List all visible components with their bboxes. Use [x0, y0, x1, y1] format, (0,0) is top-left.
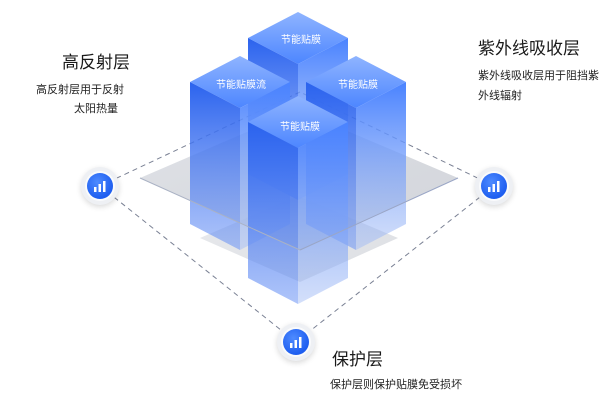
node-bottom [277, 323, 315, 361]
node-right [475, 167, 513, 205]
high-reflection-layer-desc-line2: 太阳热量 [74, 102, 118, 115]
protective-layer-title: 保护层 [332, 350, 383, 370]
node-left [81, 167, 119, 205]
signal-bars-icon [94, 181, 106, 192]
signal-bars-icon [290, 337, 302, 348]
high-reflection-layer-desc-line1: 高反射层用于反射 [36, 83, 124, 96]
cube-back-label: 节能贴膜 [281, 35, 321, 46]
cube-left-label: 节能贴膜流 [216, 80, 266, 91]
cube-front [248, 96, 348, 304]
cube-front-label: 节能贴膜 [280, 122, 320, 133]
uv-absorption-layer-title: 紫外线吸收层 [478, 39, 580, 59]
connector-right-bottom [295, 185, 495, 343]
uv-absorption-layer-desc-line1: 紫外线吸收层用于阻挡紫 [478, 69, 599, 82]
high-reflection-layer-title: 高反射层 [62, 53, 130, 73]
front-plate-edge [299, 177, 459, 251]
cube-right-label: 节能贴膜 [338, 80, 378, 91]
signal-bars-icon [488, 181, 500, 192]
uv-absorption-layer-desc-line2: 外线辐射 [478, 89, 522, 102]
protective-layer-desc: 保护层则保护贴膜免受损坏 [330, 378, 462, 391]
connector-left-bottom [99, 185, 297, 343]
